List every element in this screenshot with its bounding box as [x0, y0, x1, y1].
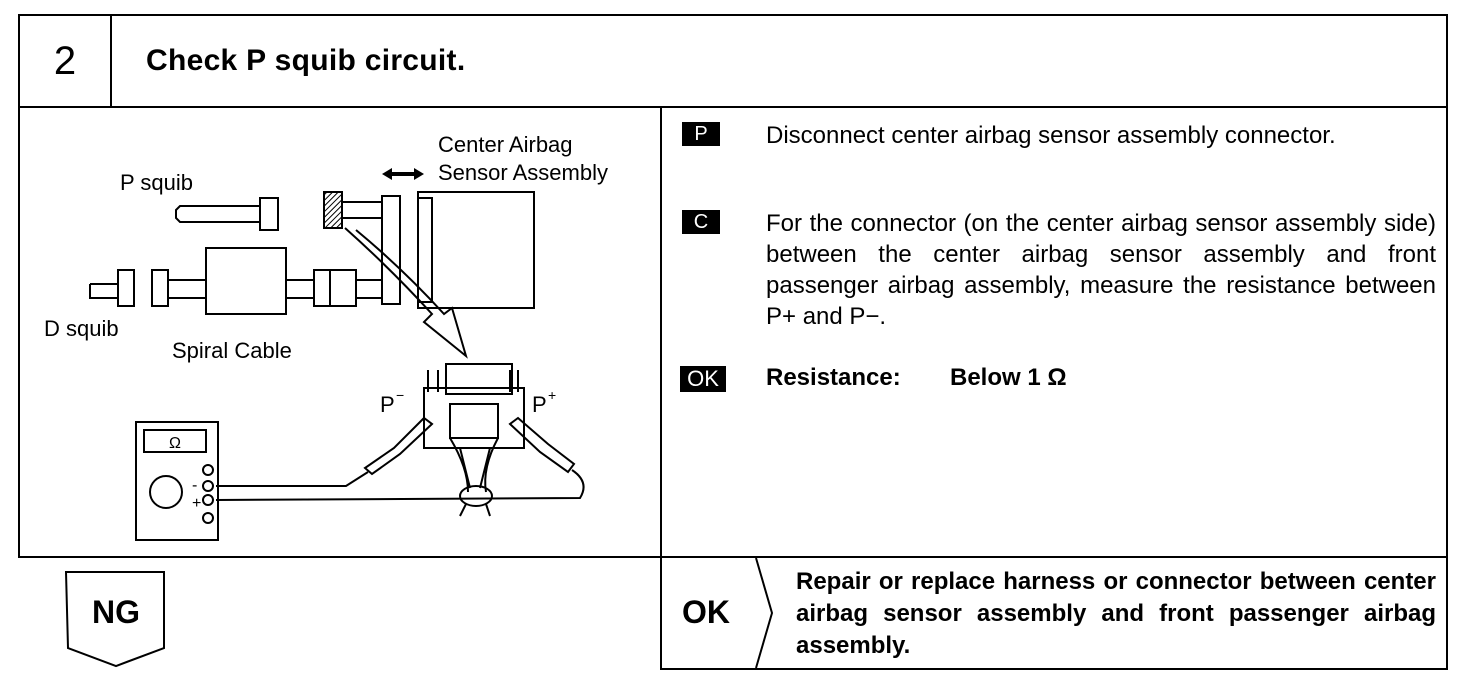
hatched-connector [323, 191, 343, 229]
ohmmeter-body [135, 421, 219, 541]
ok-result-divider [755, 558, 774, 668]
label-p-plus: P [532, 392, 547, 417]
meter-minus-label: - [192, 477, 197, 494]
meter-plus-label: + [192, 495, 201, 512]
center-airbag-sensor-inner [417, 197, 433, 303]
d-squib-connector [89, 283, 118, 299]
closeup-connector-top [445, 363, 513, 395]
meter-ohm-symbol: Ω [169, 435, 181, 452]
lead-plus [215, 469, 585, 501]
label-spiral-cable: Spiral Cable [172, 338, 292, 363]
svg-text:+: + [548, 387, 556, 403]
ok-spec-value: Below 1 Ω [950, 364, 1067, 391]
step-number: 2 [53, 39, 77, 83]
ok-result-box [660, 556, 1448, 670]
label-p-minus: P [380, 392, 395, 417]
label-d-squib: D squib [44, 316, 119, 341]
ng-pentagon-shape [64, 571, 165, 668]
ok-result-text: Repair or replace harness or connector b… [796, 568, 1436, 659]
lead-minus [216, 471, 369, 487]
svg-text:−: − [396, 387, 404, 403]
ok-spec-label: Resistance: [766, 364, 901, 391]
label-center-airbag-2: Sensor Assembly [438, 160, 608, 185]
ok-spec-tag: OK [680, 366, 726, 392]
ok-result-label: OK [682, 594, 730, 630]
step-text-p: Disconnect center airbag sensor assembly… [766, 122, 1336, 149]
label-p-squib: P squib [120, 170, 193, 195]
step-tag-p: P [682, 122, 720, 146]
center-airbag-sensor-body [417, 191, 535, 309]
ohmmeter-display [143, 429, 207, 453]
label-center-airbag-1: Center Airbag [438, 132, 573, 157]
probe-minus [363, 416, 434, 476]
instructions-panel [660, 106, 1448, 558]
step-text-c: For the connector (on the center airbag … [766, 210, 1436, 330]
callout-arrow [344, 227, 468, 359]
step-tag-c: C [682, 210, 720, 234]
circuit-diagram: P squib D squib Spiral Cable Center Airb… [44, 132, 608, 541]
p-squib-connector [175, 205, 261, 223]
spiral-cable-body [205, 247, 287, 315]
probe-plus [508, 416, 576, 474]
sensor-connector [381, 195, 401, 305]
double-arrow-icon [382, 168, 424, 180]
ng-label: NG [92, 594, 140, 630]
ohmmeter-dial [149, 475, 183, 509]
page-title: Check P squib circuit. [146, 44, 466, 77]
p-squib-flange [259, 197, 279, 231]
